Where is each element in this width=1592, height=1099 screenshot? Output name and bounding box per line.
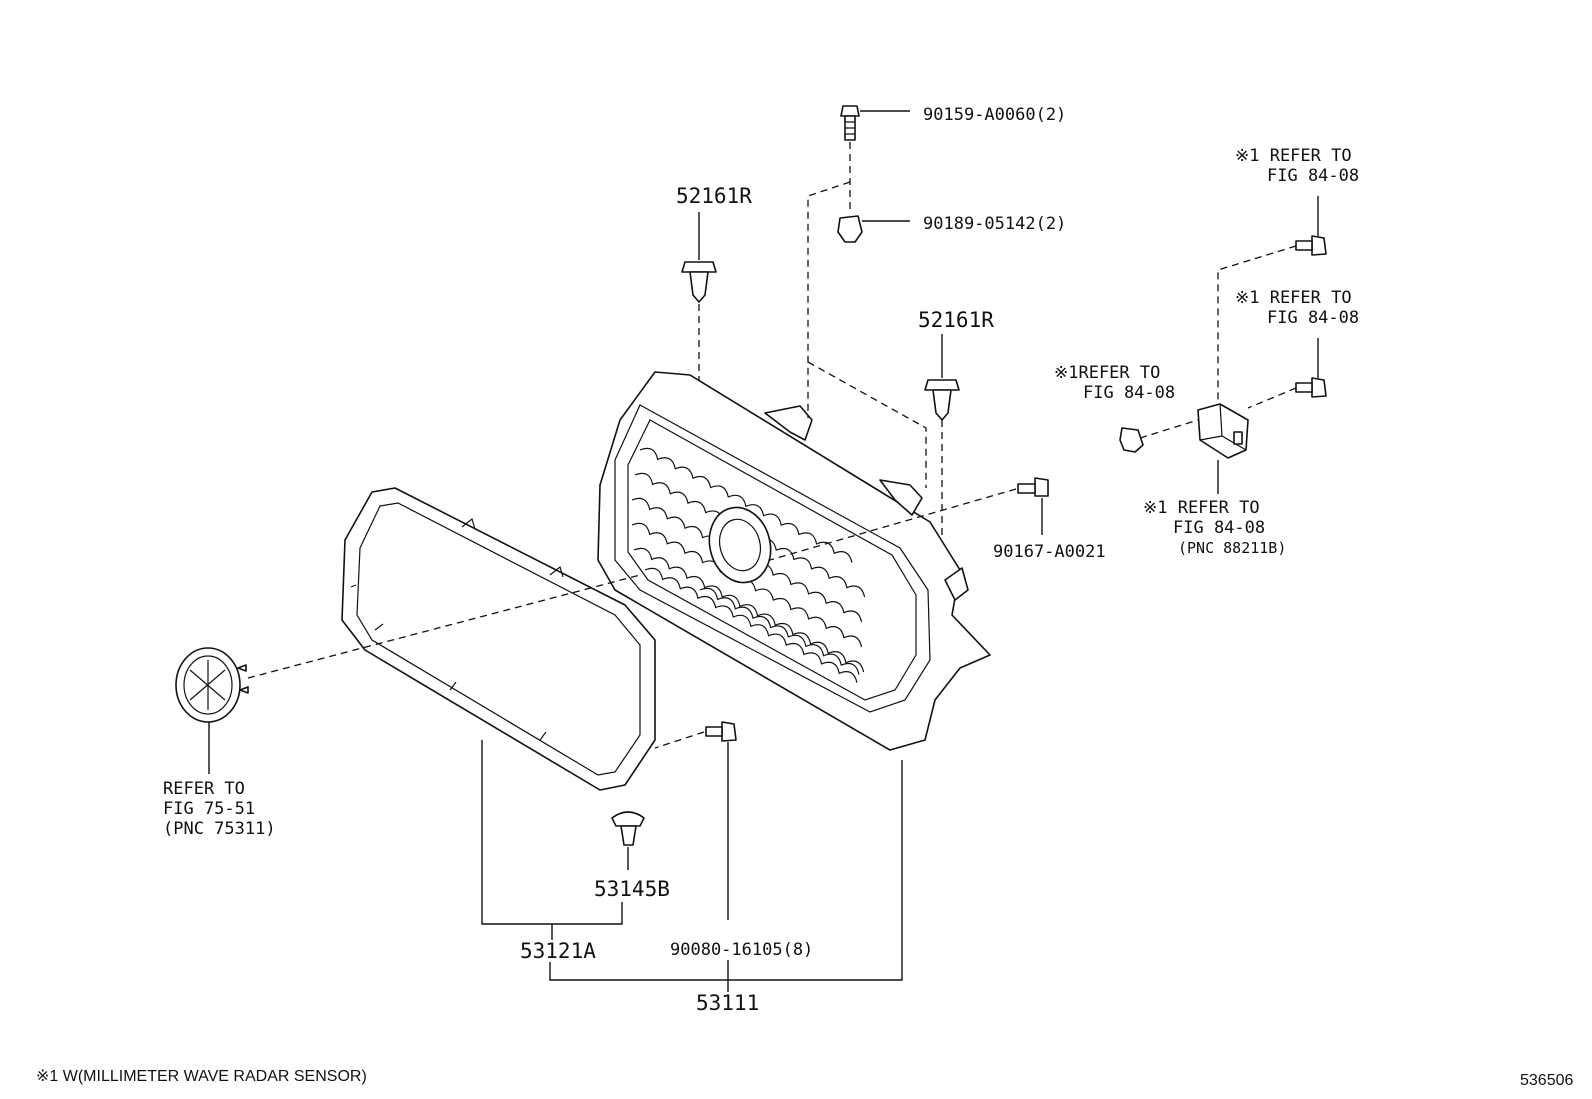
screw-90080-icon	[705, 721, 737, 742]
leader-lines	[208, 110, 1319, 992]
radiator-grille	[597, 371, 991, 751]
emblem	[175, 647, 249, 723]
label-clip-52161r-left: 52161R	[676, 184, 752, 208]
svg-text:※1 REFER TO: ※1 REFER TO	[1143, 498, 1260, 518]
bolt-90167-icon	[1017, 477, 1049, 497]
label-sensor-ref: ※1 REFER TO FIG 84-08 (PNC 88211B)	[1143, 498, 1286, 557]
svg-text:FIG 84-08: FIG 84-08	[1267, 166, 1359, 186]
svg-text:REFER TO: REFER TO	[163, 779, 245, 799]
label-frame-53121a: 53121A	[520, 939, 596, 963]
clip-52161r-left-icon	[681, 261, 717, 303]
svg-text:FIG 75-51: FIG 75-51	[163, 799, 255, 819]
label-clip-52161r-right: 52161R	[918, 308, 994, 332]
svg-text:FIG 84-08: FIG 84-08	[1267, 308, 1359, 328]
svg-text:FIG 84-08: FIG 84-08	[1083, 383, 1175, 403]
sensor-nut-icon	[1119, 427, 1144, 453]
label-bolt-ref-lower: ※1 REFER TO FIG 84-08	[1235, 288, 1359, 328]
label-emblem-ref: REFER TO FIG 75-51 (PNC 75311)	[163, 779, 276, 839]
label-grille-53111: 53111	[696, 991, 759, 1015]
label-bolt-90167: 90167-A0021	[993, 542, 1106, 562]
label-bolt-90159: 90159-A0060(2)	[923, 105, 1066, 125]
assembly-lines	[247, 142, 1297, 749]
clip-53145b-icon	[611, 811, 645, 846]
diagram-id: 536506	[1520, 1072, 1573, 1089]
grille-frame	[341, 487, 656, 791]
svg-text:※1 REFER TO: ※1 REFER TO	[1235, 146, 1352, 166]
label-bolt-ref-upper: ※1 REFER TO FIG 84-08	[1235, 146, 1359, 186]
svg-text:FIG 84-08: FIG 84-08	[1173, 518, 1265, 538]
svg-text:(PNC 88211B): (PNC 88211B)	[1178, 539, 1286, 557]
nut-90189-icon	[837, 215, 863, 243]
clip-52161r-right-icon	[924, 379, 960, 421]
footnote: ※1 W(MILLIMETER WAVE RADAR SENSOR)	[36, 1068, 367, 1085]
radar-sensor-icon	[1197, 403, 1249, 459]
svg-text:(PNC 75311): (PNC 75311)	[163, 819, 276, 839]
sensor-bolt-upper-icon	[1295, 235, 1327, 256]
sensor-bolt-lower-icon	[1295, 377, 1327, 398]
label-clip-53145b: 53145B	[594, 877, 670, 901]
bolt-90159-icon	[840, 105, 860, 141]
svg-text:※1REFER TO: ※1REFER TO	[1054, 363, 1160, 383]
label-nut-90189: 90189-05142(2)	[923, 214, 1066, 234]
label-screw-90080: 90080-16105(8)	[670, 940, 813, 960]
svg-text:※1 REFER TO: ※1 REFER TO	[1235, 288, 1352, 308]
label-nut-ref: ※1REFER TO FIG 84-08	[1054, 363, 1175, 403]
